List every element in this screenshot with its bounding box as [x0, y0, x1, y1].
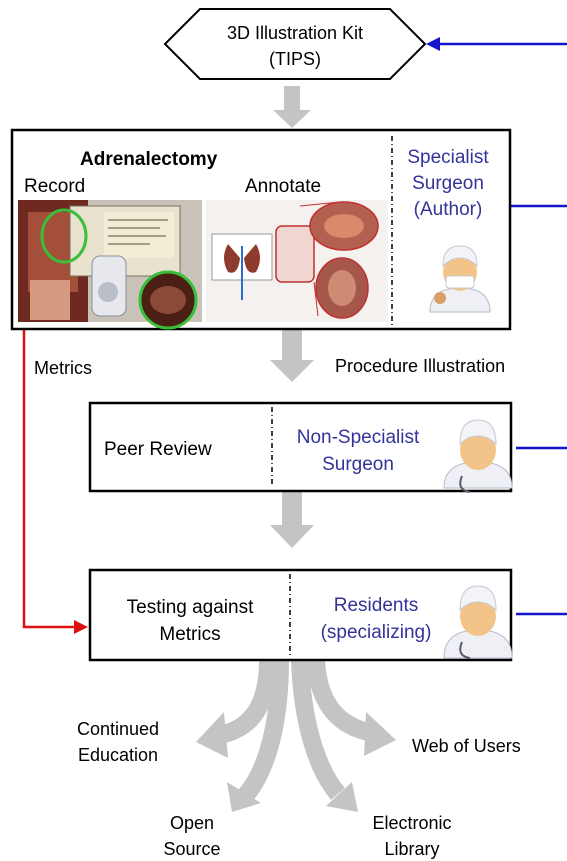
tips-kit-hexagon — [163, 8, 427, 80]
fan-arrow-continued-education — [221, 659, 277, 743]
record-screenshot — [18, 200, 202, 330]
fan-arrowhead-web-of-users — [364, 712, 396, 756]
fan-arrow-web-of-users — [307, 659, 371, 741]
annotate-label: Annotate — [245, 176, 321, 197]
residents-avatar — [443, 585, 513, 659]
flow-arrow-stage1-to-stage2 — [270, 330, 314, 382]
flow-arrow-stage2-to-stage3 — [270, 491, 314, 548]
specialist-surgeon-avatar — [429, 245, 491, 313]
procedure-title: Adrenalectomy — [80, 149, 218, 170]
fan-out-arrows — [221, 659, 371, 802]
peer-review-label: Peer Review — [104, 439, 212, 460]
residents-role-line2: (specializing) — [321, 622, 432, 643]
metrics-label: Metrics — [34, 358, 92, 378]
non-specialist-role-line2: Surgeon — [322, 454, 394, 475]
flow-arrow-kit-to-stage1 — [273, 86, 311, 128]
specialist-role-line3: (Author) — [414, 199, 483, 220]
specialist-role-line2: Surgeon — [412, 173, 484, 194]
fan-arrowhead-continued-education — [196, 712, 228, 758]
continued-education-line2: Education — [78, 745, 158, 765]
open-source-line2: Source — [163, 839, 220, 859]
open-source-line1: Open — [170, 813, 214, 833]
peer-review-box — [88, 401, 513, 493]
annotate-screenshot — [206, 200, 388, 322]
non-specialist-role-line1: Non-Specialist — [297, 427, 420, 448]
feedback-arrowhead-kit — [426, 37, 440, 51]
tips-kit-label-line2: (TIPS) — [269, 49, 321, 69]
residents-role-line1: Residents — [334, 595, 419, 616]
non-specialist-surgeon-avatar — [443, 419, 513, 493]
procedure-illustration-label: Procedure Illustration — [335, 356, 505, 376]
metrics-connector — [22, 330, 88, 634]
fan-arrow-open-source — [238, 659, 289, 802]
electronic-library-line1: Electronic — [372, 813, 451, 833]
continued-education-line1: Continued — [77, 719, 159, 739]
specialist-role-line1: Specialist — [407, 147, 489, 168]
fan-arrowhead-open-source — [227, 782, 261, 812]
web-of-users-label: Web of Users — [412, 736, 521, 756]
testing-label-line2: Metrics — [159, 624, 220, 645]
fan-arrow-electronic-library — [291, 659, 346, 800]
tips-kit-label-line1: 3D Illustration Kit — [227, 23, 363, 43]
testing-box — [88, 568, 513, 662]
electronic-library-line2: Library — [384, 839, 439, 859]
record-label: Record — [24, 176, 85, 197]
testing-label-line1: Testing against — [127, 597, 254, 618]
fan-arrowhead-electronic-library — [326, 782, 358, 812]
